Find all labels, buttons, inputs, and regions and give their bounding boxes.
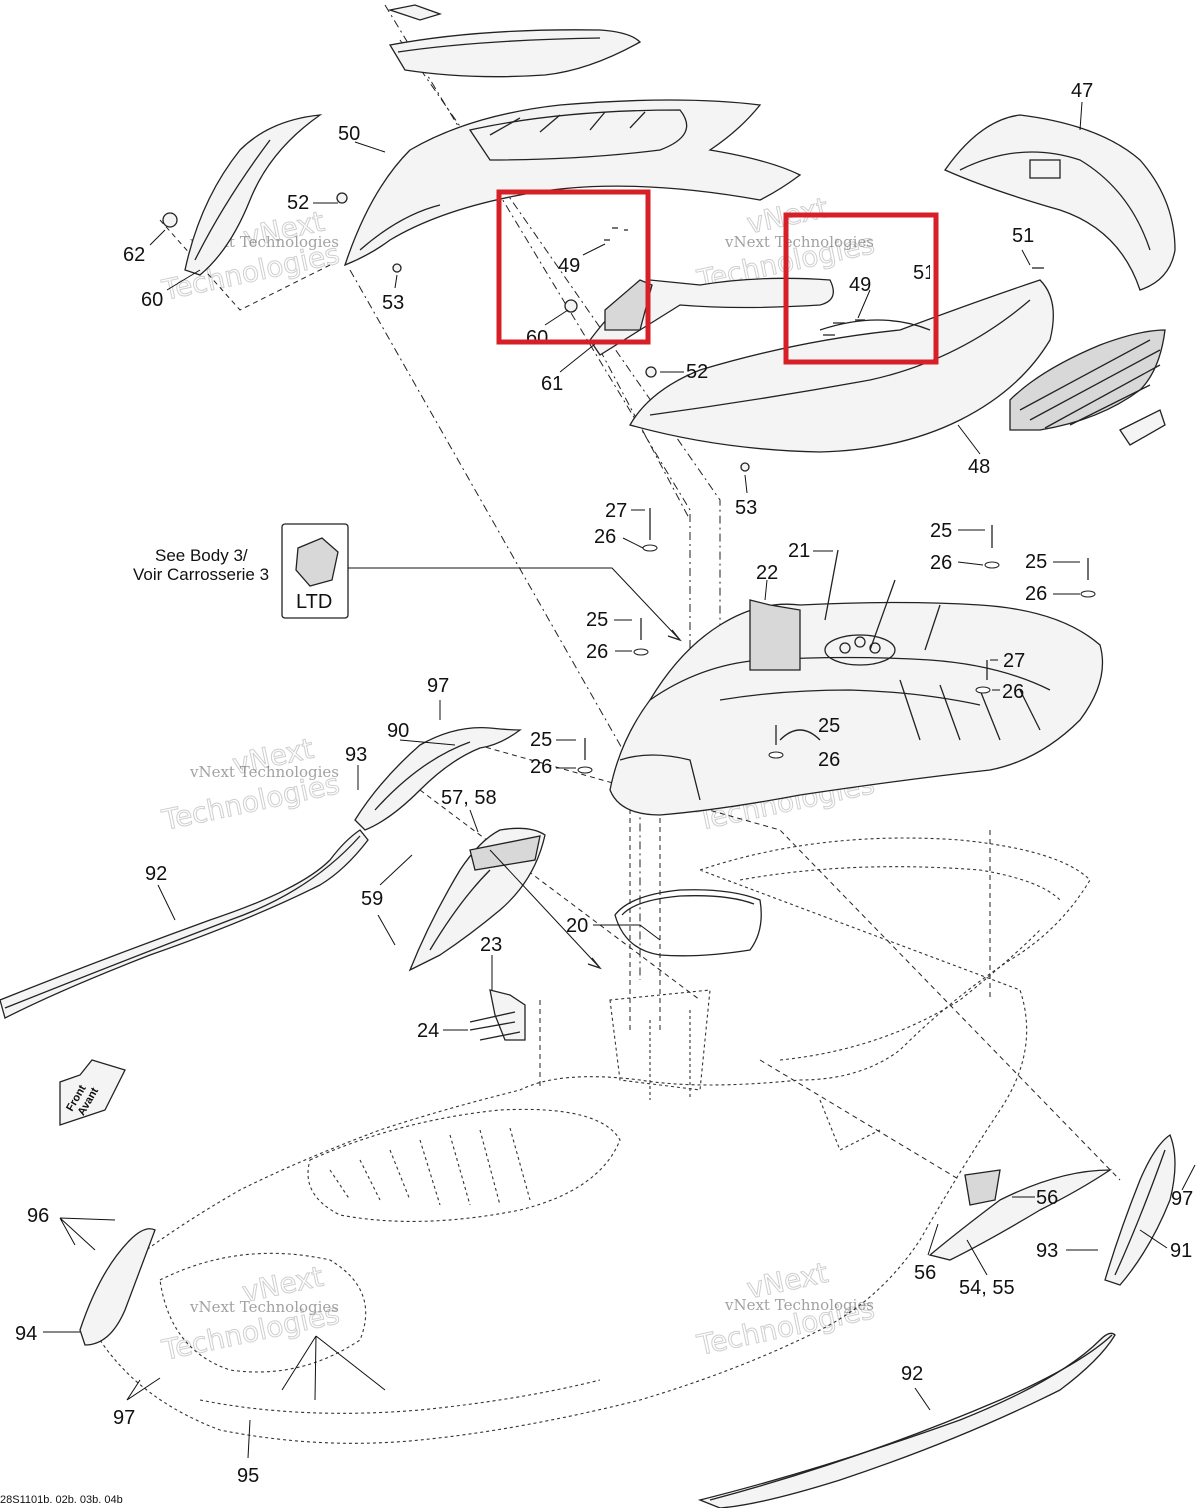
ltd-badge [281, 523, 349, 619]
callout-26: 26 [818, 749, 840, 771]
callout-92: 92 [901, 1363, 923, 1385]
callout-57-58: 57, 58 [441, 787, 497, 809]
callout-49: 49 [558, 255, 580, 277]
part-20-storage-gasket [614, 889, 762, 957]
part-57-58-side-panel [408, 827, 546, 972]
part-48-front-cover [629, 279, 1054, 453]
callout-60-partial: 60 [526, 327, 548, 349]
see-body-3-reference: LTD See Body 3/ Voir Carrosserie 3 [133, 523, 682, 642]
callout-53: 53 [382, 292, 404, 314]
part-92-left-rail [0, 829, 369, 1019]
hull-outline [96, 837, 1091, 1444]
callout-48: 48 [968, 456, 990, 478]
callout-25: 25 [1025, 551, 1047, 573]
callout-21: 21 [788, 540, 810, 562]
callout-60: 60 [141, 289, 163, 311]
see-body-line-1: See Body 3/ [155, 546, 248, 565]
callout-97: 97 [113, 1407, 135, 1429]
watermark-text: vNext Technologies [189, 1298, 339, 1316]
part-47-rear-cover [944, 114, 1176, 291]
part-50-upper-deck [343, 99, 802, 267]
see-body-line-2: Voir Carrosserie 3 [133, 565, 269, 584]
highlight-box-left [496, 189, 651, 345]
callout-54-55: 54, 55 [959, 1277, 1015, 1299]
callout-51: 51 [1012, 225, 1034, 247]
callout-25: 25 [586, 609, 608, 631]
callout-23: 23 [480, 934, 502, 956]
fasteners-top [162, 192, 1044, 472]
callout-49: 49 [849, 274, 871, 296]
callout-56: 56 [914, 1262, 936, 1284]
callout-47: 47 [1071, 80, 1093, 102]
callout-24: 24 [417, 1020, 439, 1042]
callout-25: 25 [530, 729, 552, 751]
part-top-strip [387, 4, 642, 78]
callout-51-partial: 51 [913, 262, 935, 284]
leader-lines [43, 101, 1196, 1459]
watermark-text: vNext Technologies [189, 763, 339, 781]
part-91-side-trim [1104, 1134, 1176, 1286]
part-62-side-trim [184, 114, 323, 276]
fasteners-mid [577, 508, 1096, 774]
callout-92: 92 [145, 863, 167, 885]
part-94-front-trim [79, 1228, 156, 1346]
callout-52: 52 [686, 361, 708, 383]
front-direction-arrow: Front Avant [59, 1059, 126, 1126]
callout-27: 27 [1003, 650, 1025, 672]
callout-94: 94 [15, 1323, 37, 1345]
callout-93: 93 [345, 744, 367, 766]
callout-26: 26 [1025, 583, 1047, 605]
ltd-badge-label: LTD [296, 591, 332, 613]
callout-25: 25 [818, 715, 840, 737]
callout-22: 22 [756, 562, 778, 584]
part-23-bracket [469, 989, 526, 1041]
callout-56: 56 [1036, 1187, 1058, 1209]
callout-96: 96 [27, 1205, 49, 1227]
callout-53: 53 [735, 497, 757, 519]
callout-61: 61 [541, 373, 563, 395]
watermark-text: vNext Technologies [724, 233, 874, 251]
watermark-text: vNext Technologies [724, 1296, 874, 1314]
callout-93: 93 [1036, 1240, 1058, 1262]
part-90-bracket [354, 726, 522, 831]
highlight-box-right [783, 212, 939, 365]
drawing-code: 28S1101b. 02b. 03b. 04b [0, 1494, 123, 1506]
callout-26: 26 [594, 526, 616, 548]
callout-97: 97 [1171, 1188, 1193, 1210]
callout-25: 25 [930, 520, 952, 542]
callout-26: 26 [586, 641, 608, 663]
callout-91: 91 [1170, 1240, 1192, 1262]
callout-97: 97 [427, 675, 449, 697]
callout-26: 26 [930, 552, 952, 574]
part-54-55-trim [928, 1169, 1113, 1261]
callout-27: 27 [605, 500, 627, 522]
part-22-deck-support [609, 599, 1104, 816]
part-grille [1009, 329, 1166, 446]
callout-26: 26 [530, 756, 552, 778]
callout-90: 90 [387, 720, 409, 742]
callout-50: 50 [338, 123, 360, 145]
callouts: 47 50 52 62 60 53 49 60 49 51 51 61 52 4… [0, 80, 1193, 1506]
callout-95: 95 [237, 1465, 259, 1487]
part-92-right-rail [697, 1332, 1116, 1508]
callout-20: 20 [566, 915, 588, 937]
callout-26: 26 [1002, 681, 1024, 703]
highlight-boxes [496, 189, 939, 365]
callout-52: 52 [287, 192, 309, 214]
callout-59: 59 [361, 888, 383, 910]
callout-62: 62 [123, 244, 145, 266]
